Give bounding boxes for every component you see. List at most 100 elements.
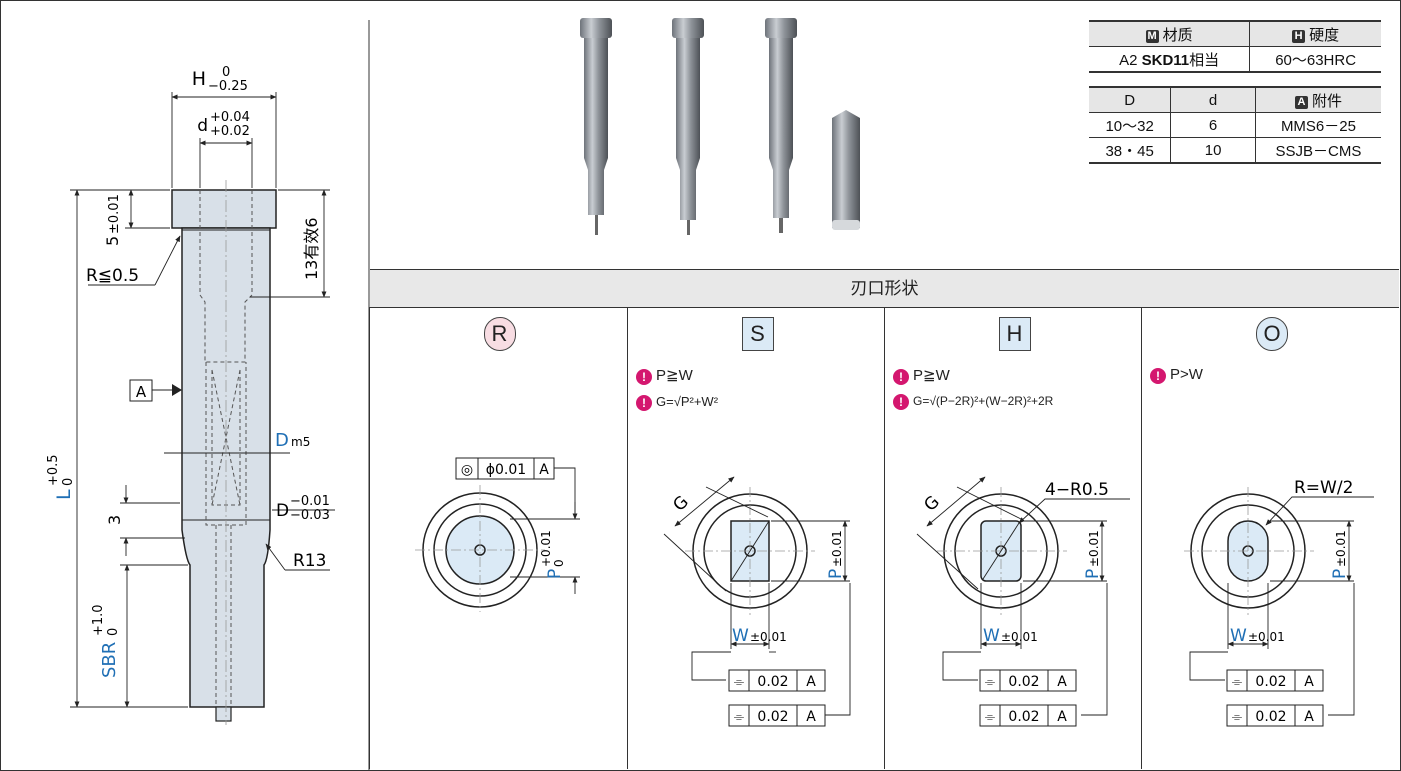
- dim-radius: R≦0.5: [86, 266, 139, 286]
- shape-panel-o: O !P>W R=W/2 P ±0.01 W ±0.01 ⌯ 0.02 A: [1141, 307, 1400, 769]
- radius-label: 4−R0.5: [1045, 480, 1109, 500]
- symmetry-value: 0.02: [1008, 709, 1039, 725]
- material-value: A2 SKD11相当: [1089, 46, 1251, 73]
- shape-s-drawing: G P ±0.01 W ±0.01 ⌯ 0.02 A ⌯ 0.02 A: [663, 476, 851, 727]
- radius-label: R=W/2: [1294, 478, 1353, 498]
- dim-dm5-label: D: [275, 430, 289, 451]
- symmetry-value: 0.02: [1008, 674, 1039, 690]
- p-label: P: [1330, 569, 1350, 579]
- hardness-value: 60～63HRC: [1249, 46, 1381, 73]
- dim-d-label: d: [197, 116, 208, 136]
- concentricity-value: ϕ0.01: [486, 462, 526, 478]
- symmetry-datum: A: [1304, 709, 1314, 725]
- symmetry-datum: A: [806, 709, 816, 725]
- symmetry-datum: A: [1304, 674, 1314, 690]
- datum-label: A: [136, 383, 147, 401]
- warning-icon: !: [1150, 368, 1166, 384]
- p-label: P: [826, 569, 846, 579]
- dim-l-lower: 0: [61, 478, 76, 486]
- w-tol: ±0.01: [1248, 630, 1285, 644]
- key-photo: [832, 110, 860, 230]
- col-header-d-large: D: [1089, 86, 1172, 113]
- symmetry-value: 0.02: [757, 709, 788, 725]
- dim-effective: 13有效6: [302, 217, 321, 280]
- w-tol: ±0.01: [1001, 630, 1038, 644]
- p-label: P: [1083, 569, 1103, 579]
- shape-letter: O: [1256, 317, 1288, 351]
- w-label: W: [1230, 626, 1247, 646]
- dim-r13: R13: [293, 551, 326, 571]
- shape-letter: R: [483, 317, 516, 351]
- dim-3-label: 3: [105, 515, 124, 525]
- p-lower: 0: [552, 559, 566, 567]
- note-2: !G=√P²+W²: [636, 394, 718, 411]
- symmetry-datum: A: [1057, 674, 1067, 690]
- dim-d2-lower: −0.03: [290, 508, 330, 523]
- warning-icon: !: [636, 395, 652, 411]
- warning-icon: !: [893, 369, 909, 385]
- warning-icon: !: [893, 394, 909, 410]
- g-label: G: [920, 492, 943, 515]
- dim-l-label: L: [53, 489, 75, 500]
- dim-head-label: 5: [103, 236, 122, 246]
- symmetry-value: 0.02: [757, 674, 788, 690]
- punch-photo-3: [765, 18, 797, 233]
- w-label: W: [983, 626, 1000, 646]
- symmetry-symbol: ⌯: [985, 675, 996, 690]
- p-label: P: [545, 569, 565, 579]
- symmetry-symbol: ⌯: [985, 710, 996, 725]
- symmetry-datum: A: [806, 674, 816, 690]
- symmetry-symbol: ⌯: [1232, 675, 1243, 690]
- symmetry-value: 0.02: [1255, 674, 1286, 690]
- shape-letter: S: [741, 317, 774, 351]
- shape-panel-r: R ◎ ϕ0.01 A P +0.01 0: [369, 307, 627, 769]
- symmetry-symbol: ⌯: [1232, 710, 1243, 725]
- dim-sbr-label: SBR: [99, 642, 120, 678]
- p-tol: ±0.01: [1334, 530, 1348, 567]
- punch-photo-2: [672, 18, 704, 235]
- punch-drawing: A H 0 −0.25 d +0.04 +0.02 5 ±0.01 R≦0.5 …: [46, 20, 370, 771]
- g-label: G: [669, 492, 692, 515]
- shape-panel-s: S !P≧W !G=√P²+W² G P ±0.01 W ±0.01: [627, 307, 885, 769]
- dim-d-upper: +0.04: [210, 110, 250, 125]
- note-1: !P≧W: [893, 366, 950, 385]
- dim-h-lower: −0.25: [208, 79, 248, 94]
- symmetry-datum: A: [1057, 709, 1067, 725]
- accessory-badge: A: [1294, 95, 1308, 109]
- material-badge: M: [1145, 29, 1159, 43]
- shape-letter: H: [998, 317, 1031, 351]
- shape-r-drawing: ◎ ϕ0.01 A P +0.01 0: [415, 457, 580, 612]
- note-1: !P>W: [1150, 366, 1203, 384]
- note-1: !P≧W: [636, 366, 693, 385]
- table-row: 38・45 10 SSJB－CMS: [1089, 137, 1381, 164]
- dim-d2-upper: −0.01: [290, 494, 330, 509]
- section-title: 刃口形状: [370, 269, 1399, 308]
- concentricity-symbol: ◎: [461, 462, 473, 478]
- symmetry-value: 0.02: [1255, 709, 1286, 725]
- dim-l-upper: +0.5: [46, 454, 61, 486]
- punch-photo-1: [580, 18, 612, 235]
- dim-h-upper: 0: [222, 65, 230, 80]
- dim-d2-label: D: [276, 501, 289, 521]
- warning-icon: !: [636, 369, 652, 385]
- dim-d-lower: +0.02: [210, 124, 250, 139]
- dim-dm5-sub: m5: [291, 435, 310, 449]
- dim-sbr-upper: +1.0: [91, 604, 106, 636]
- w-label: W: [732, 626, 749, 646]
- p-upper: +0.01: [539, 530, 553, 567]
- symmetry-symbol: ⌯: [734, 675, 745, 690]
- w-tol: ±0.01: [750, 630, 787, 644]
- note-2: !G=√(P−2R)²+(W−2R)²+2R: [893, 394, 1053, 410]
- dim-sbr-lower: 0: [106, 628, 121, 636]
- hardness-badge: H: [1292, 29, 1306, 43]
- table-row: 10～32 6 MMS6－25: [1089, 112, 1381, 138]
- p-tol: ±0.01: [1087, 530, 1101, 567]
- dim-h-label: H: [192, 68, 206, 90]
- shape-o-drawing: R=W/2 P ±0.01 W ±0.01 ⌯ 0.02 A ⌯ 0.02 A: [1184, 478, 1374, 727]
